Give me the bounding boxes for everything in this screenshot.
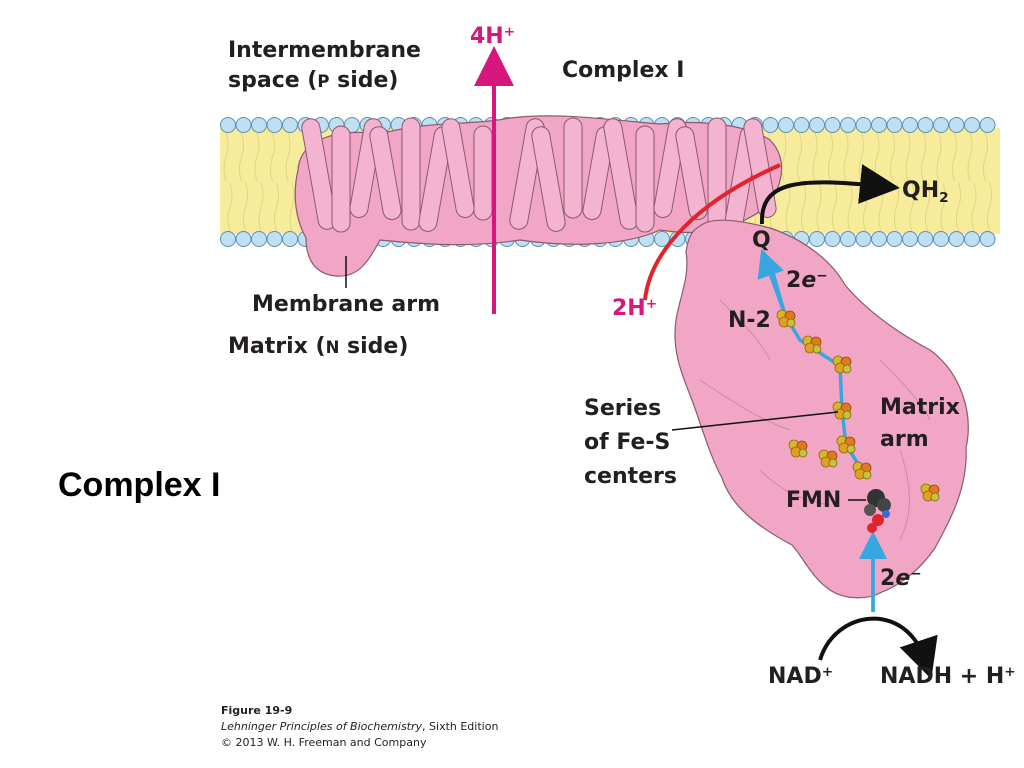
qh2-label: QH2 [902, 178, 949, 206]
slide-title: Complex I [58, 466, 221, 504]
lipid-head [220, 117, 236, 133]
lipid-head [871, 231, 887, 247]
transmembrane-helix [675, 126, 708, 221]
nad-label: NAD+ [768, 663, 834, 690]
membrane-arm-protein [294, 115, 783, 277]
copyright-line: © 2013 W. H. Freeman and Company [221, 736, 427, 749]
lipid-head [948, 231, 965, 247]
transmembrane-helix [707, 117, 727, 231]
matrix-arm-protein [674, 219, 969, 599]
lipid-head [778, 117, 794, 133]
book-citation: Lehninger Principles of Biochemistry, Si… [221, 720, 499, 733]
lipid-head [809, 231, 825, 247]
n2-label: N-2 [728, 308, 771, 333]
fes-centers [776, 309, 940, 502]
lipid-head [251, 231, 267, 247]
matrix-arm-label: Matrix arm [880, 395, 960, 452]
q-label: Q [752, 228, 771, 253]
lipid-head [824, 231, 841, 247]
lipid-head [840, 117, 856, 133]
uptake-protons-label: 2H+ [612, 295, 658, 322]
lipid-head [282, 231, 298, 247]
transmembrane-helix [743, 118, 777, 218]
fes-series-label: Series of Fe-S centers [584, 396, 678, 489]
lipid-head [948, 117, 965, 133]
transmembrane-helix [473, 125, 493, 221]
lipid-head [933, 231, 949, 247]
lipid-head [282, 117, 298, 133]
lipid-head [235, 231, 252, 247]
nadh-label: NADH + H+ [880, 663, 1016, 690]
lipid-head [979, 117, 996, 133]
lipid-head [266, 231, 283, 247]
lipid-head [979, 231, 996, 247]
nad-reduction-arrow [818, 616, 938, 679]
transmembrane-helix [603, 118, 639, 230]
fes-center [818, 449, 838, 468]
figure-number: Figure 19-9 [221, 704, 293, 717]
lipid-head [840, 231, 856, 247]
lipid-head [793, 117, 810, 133]
lipid-head [886, 117, 903, 133]
lipid-head [886, 231, 903, 247]
intermembrane-label: Intermembrane space (P side) [228, 38, 421, 93]
lipid-head [266, 117, 283, 133]
lipid-head [871, 117, 887, 133]
q-reduction-arrow [759, 164, 900, 225]
transmembrane-helix [635, 125, 655, 233]
fmn-cofactor [864, 489, 891, 533]
proton-uptake-arrow [643, 163, 781, 301]
fes-center [832, 355, 852, 374]
lipid-head [809, 117, 825, 133]
fes-center [836, 435, 856, 454]
fes-center [776, 309, 796, 328]
lipid-head [902, 117, 918, 133]
transmembrane-helix [369, 126, 402, 221]
lipid-head [220, 231, 236, 247]
lipid-head [762, 117, 779, 133]
lipid-head [824, 117, 841, 133]
lipid-head [917, 117, 934, 133]
lipid-head [964, 231, 980, 247]
lipid-head [902, 231, 918, 247]
transmembrane-helix [301, 118, 337, 230]
lipid-head [235, 117, 252, 133]
complex-name-label: Complex I [562, 58, 685, 83]
lipid-head [933, 117, 949, 133]
lipid-head [917, 231, 934, 247]
electron-exit-arrow [757, 248, 787, 316]
lipid-head [855, 231, 872, 247]
matrix-side-label: Matrix (N side) [228, 334, 409, 359]
fes-center [802, 335, 822, 354]
lipid-head [964, 117, 980, 133]
transmembrane-helix [331, 125, 351, 233]
fes-center [832, 401, 852, 420]
fmn-label: FMN [786, 488, 842, 513]
lipid-head [855, 117, 872, 133]
membrane-arm-label: Membrane arm [252, 292, 441, 317]
electrons-top-label: 2e− [786, 267, 828, 294]
fes-center [852, 461, 872, 480]
fes-center [788, 439, 808, 458]
lipid-head [251, 117, 267, 133]
transmembrane-helix [563, 117, 583, 219]
transmembrane-helix [441, 118, 475, 218]
series-leader [671, 411, 839, 431]
transmembrane-helix [401, 117, 421, 231]
fes-center [920, 483, 940, 502]
pumped-protons-label: 4H+ [470, 23, 516, 50]
electrons-bottom-label: 2e− [880, 565, 922, 592]
transmembrane-helix [531, 126, 566, 232]
